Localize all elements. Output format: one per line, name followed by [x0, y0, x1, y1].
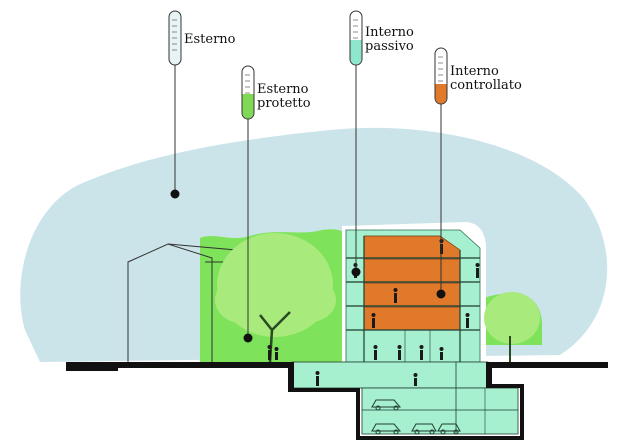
label-esterno-line1: Esterno [184, 32, 236, 47]
building-structure [346, 236, 480, 362]
controlled-interior-floors [363, 235, 461, 331]
label-esterno-protetto-line2: protetto [257, 96, 311, 111]
leader-lines [174, 64, 442, 338]
ground-line [66, 362, 608, 440]
marker-esterno-protetto [243, 333, 253, 343]
marker-interno-passivo [351, 267, 361, 277]
label-esterno-protetto-line1: Esterno [257, 82, 309, 97]
marker-interno-controllato [436, 289, 446, 299]
thermometer-ticks [172, 19, 443, 94]
label-interno-passivo-line2: passivo [365, 39, 414, 54]
marker-esterno [170, 189, 180, 199]
label-interno-passivo-line1: Interno [365, 25, 414, 40]
label-interno-passivo: Interno passivo [365, 25, 418, 54]
label-interno-controllato: Interno controllato [450, 64, 522, 93]
tree-small [484, 292, 540, 362]
label-esterno-protetto: Esterno protetto [257, 82, 313, 111]
tree-large [215, 233, 336, 363]
zone-markers [170, 189, 446, 343]
thermometer-interno-controllato [434, 47, 448, 105]
label-interno-controllato-line2: controllato [450, 78, 522, 93]
underground-levels [291, 361, 519, 435]
label-esterno: Esterno [184, 32, 236, 47]
label-interno-controllato-line1: Interno [450, 64, 499, 79]
car-icons [371, 399, 461, 435]
thermometer-esterno-protetto [241, 65, 255, 120]
